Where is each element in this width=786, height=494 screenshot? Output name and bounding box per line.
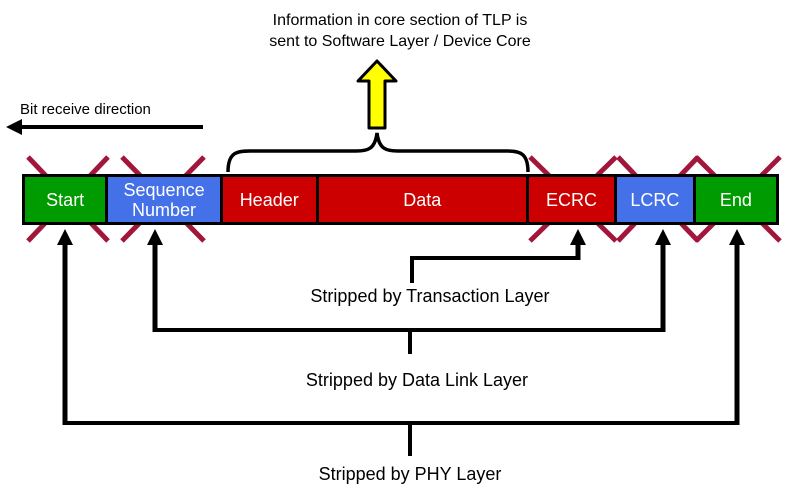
segment-sequence-number: Sequence Number bbox=[108, 177, 220, 222]
segment-header: Header bbox=[222, 177, 316, 222]
bit-receive-direction-label: Bit receive direction bbox=[20, 101, 151, 118]
arrowhead-ecrc bbox=[570, 229, 586, 245]
stripped-by-phy-layer-label: Stripped by PHY Layer bbox=[318, 464, 502, 484]
tlp-packet-bar: Start Sequence Number Header Data ECRC L… bbox=[22, 174, 779, 225]
segment-start: Start bbox=[25, 177, 106, 222]
core-section-note: Information in core section of TLP is se… bbox=[200, 10, 600, 52]
core-section-note-line1: Information in core section of TLP is bbox=[272, 12, 528, 29]
phy-layer-connector bbox=[57, 229, 745, 456]
segment-lcrc: LCRC bbox=[617, 177, 693, 222]
stripped-by-transaction-layer-label: Stripped by Transaction Layer bbox=[310, 286, 550, 306]
core-section-note-line2: sent to Software Layer / Device Core bbox=[269, 33, 531, 50]
left-arrow-icon bbox=[6, 119, 203, 135]
segment-end: End bbox=[695, 177, 777, 222]
arrowhead-end bbox=[729, 229, 745, 245]
arrowhead-start bbox=[57, 229, 73, 245]
segment-ecrc: ECRC bbox=[528, 177, 615, 222]
data-link-layer-connector bbox=[147, 229, 671, 354]
segment-data: Data bbox=[318, 177, 526, 222]
arrowhead-seqnum bbox=[147, 229, 163, 245]
core-section-brace bbox=[226, 132, 530, 173]
up-arrow-icon bbox=[356, 59, 398, 130]
transaction-layer-connector bbox=[410, 229, 586, 283]
stripped-by-data-link-layer-label: Stripped by Data Link Layer bbox=[305, 370, 529, 390]
arrowhead-lcrc bbox=[655, 229, 671, 245]
